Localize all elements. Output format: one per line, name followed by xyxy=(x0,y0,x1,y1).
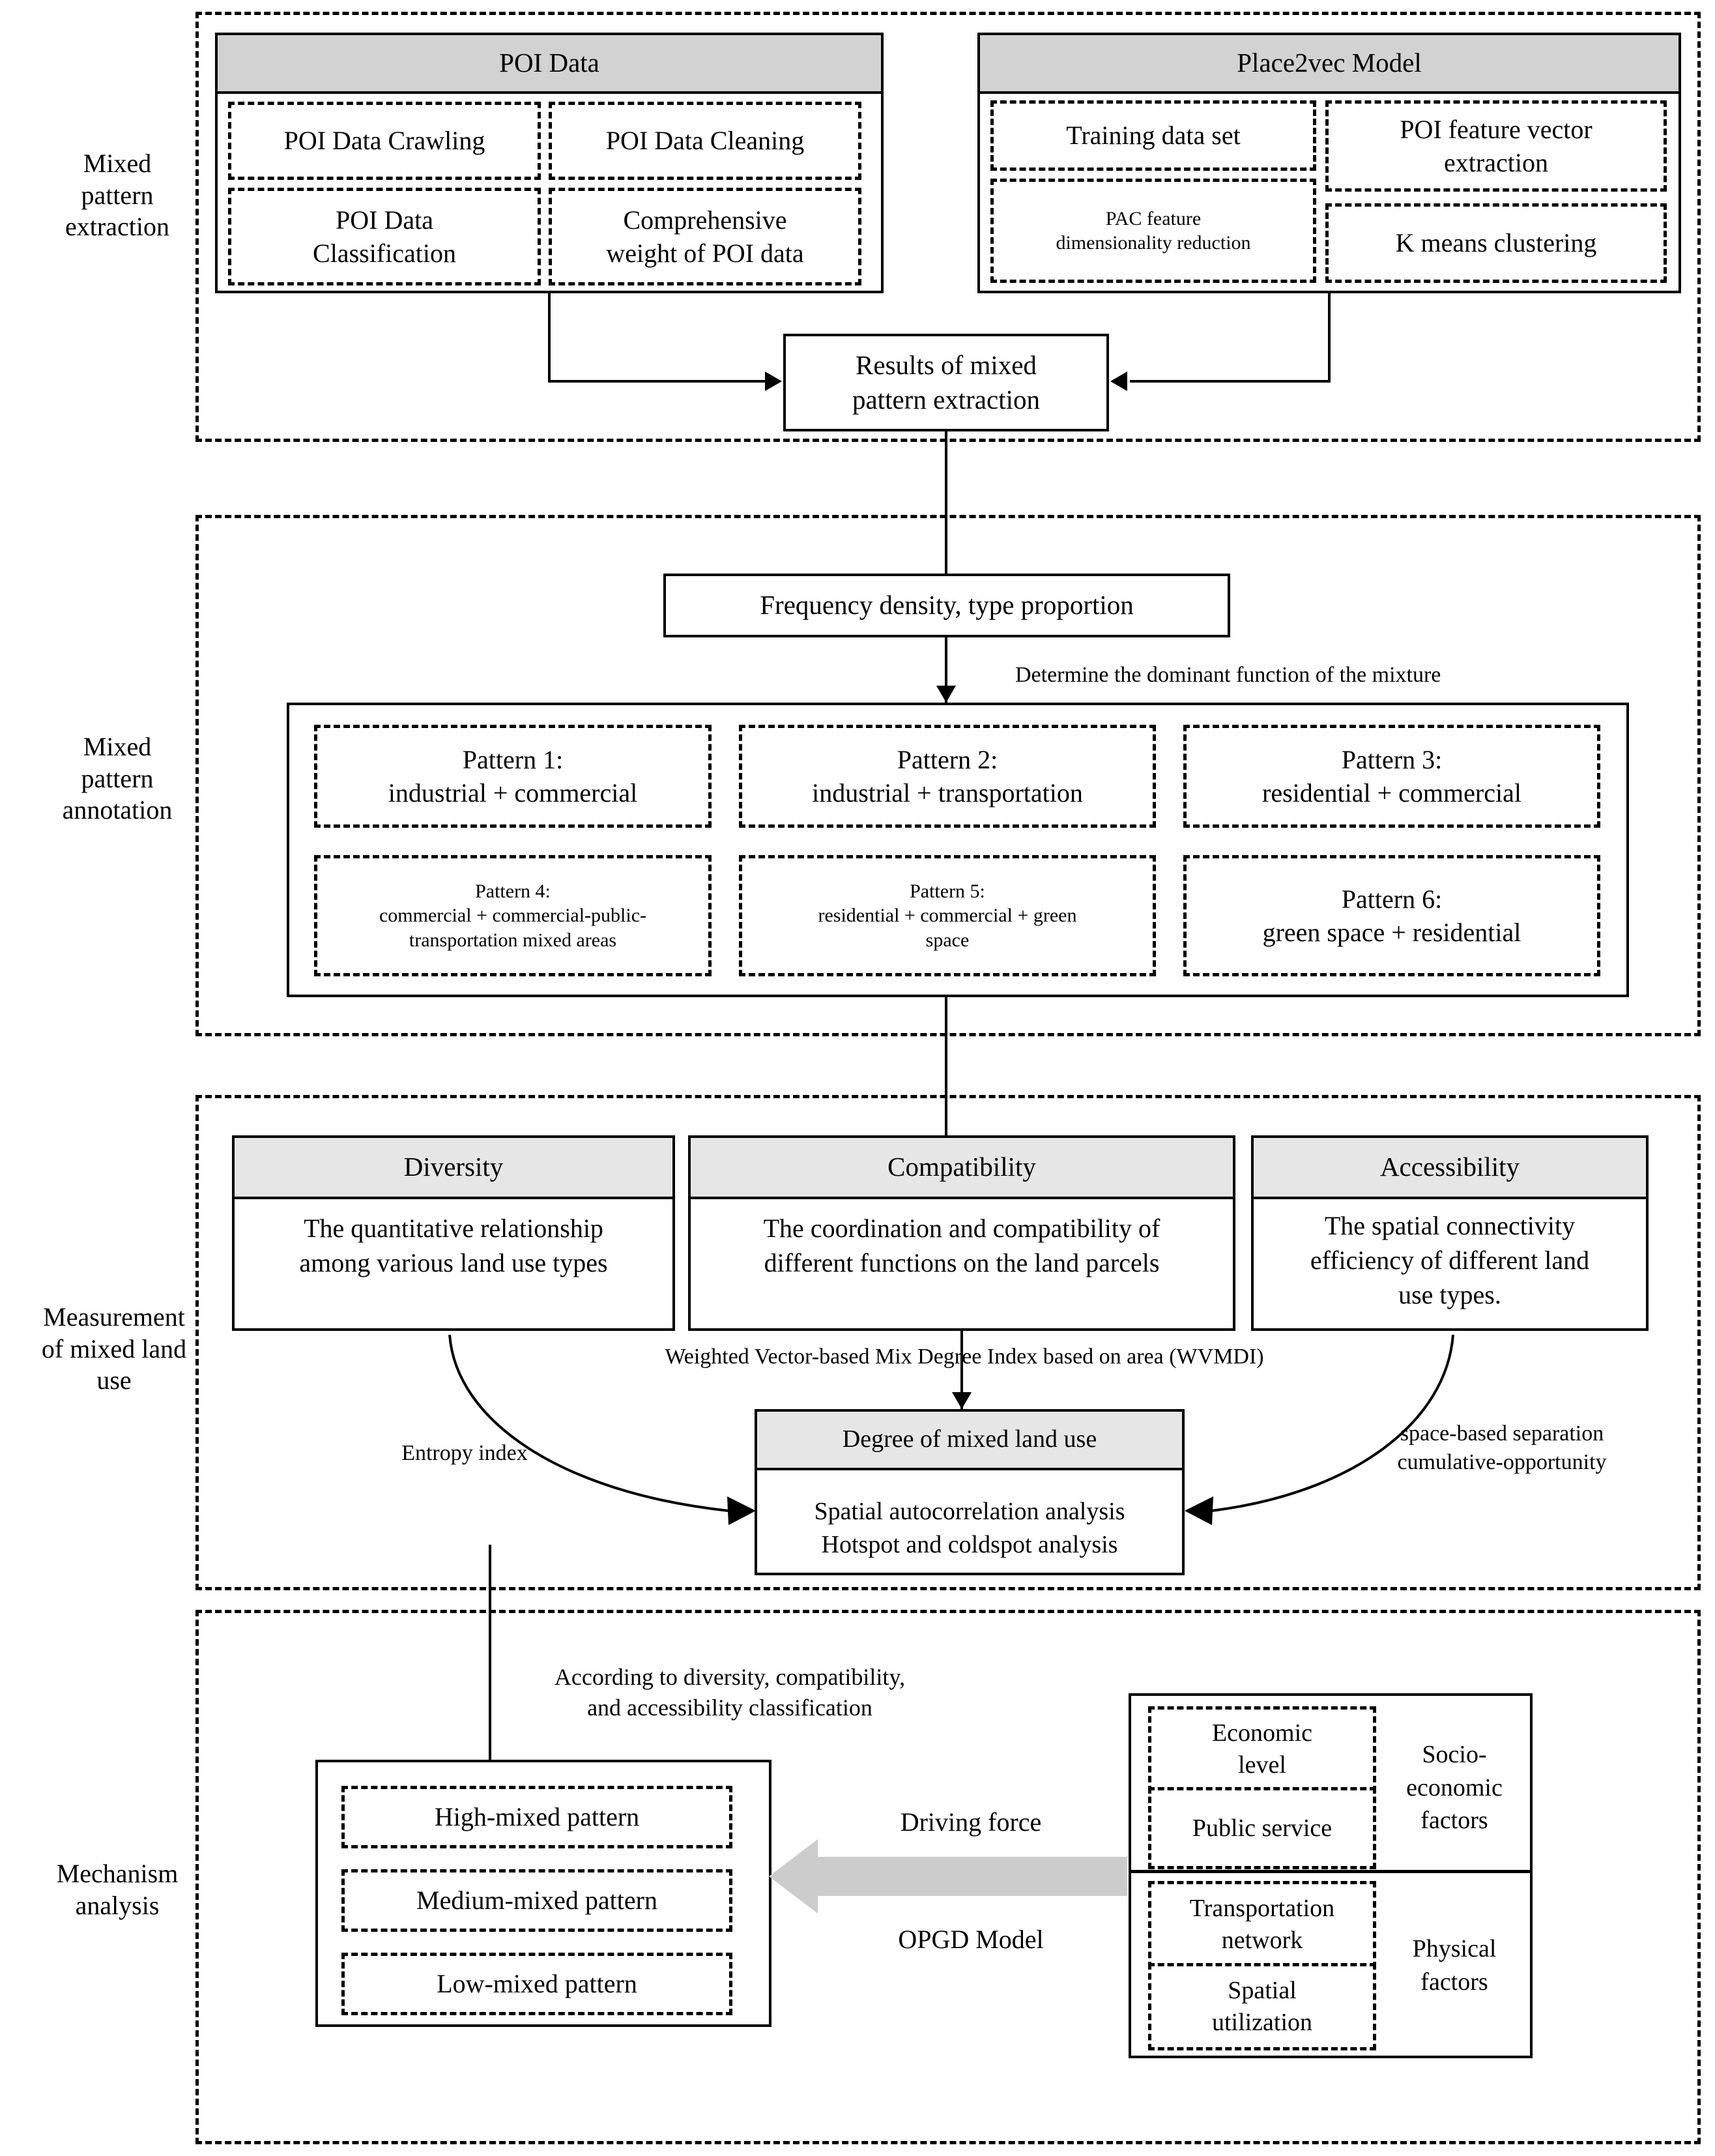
accessibility-card-title: Accessibility xyxy=(1254,1138,1646,1199)
connector-poi-to-results-vertical xyxy=(548,293,551,381)
stage-3-label: Measurement of mixed land use xyxy=(41,1302,187,1395)
spatial-utilization-box: Spatial utilization xyxy=(1148,1963,1376,2050)
connector-place2vec-to-results-vertical xyxy=(1328,293,1331,381)
diversity-card: Diversity The quantitative relationship … xyxy=(232,1135,675,1331)
physical-factors-group: Transportation network Spatial utilizati… xyxy=(1131,1873,1530,2056)
pattern-4-box: Pattern 4: commercial + commercial-publi… xyxy=(314,855,712,976)
patterns-panel: Pattern 1: industrial + commercial Patte… xyxy=(287,703,1629,997)
opgd-model-label: OPGD Model xyxy=(898,1925,1044,1954)
poi-data-classification-box: POI Data Classification xyxy=(228,188,541,285)
stage-4-label: Mechanism analysis xyxy=(56,1859,179,1920)
factors-panel: Economic level Public service Socio- eco… xyxy=(1129,1693,1533,2058)
connector-compatibility-to-degree-arrow xyxy=(952,1392,972,1409)
degree-card-title: Degree of mixed land use xyxy=(757,1412,1182,1470)
connector-poi-to-results-horizontal xyxy=(548,380,765,383)
compatibility-card: Compatibility The coordination and compa… xyxy=(688,1135,1235,1331)
pattern-6-box: Pattern 6: green space + residential xyxy=(1183,855,1600,976)
pac-dimensionality-reduction-box: PAC feature dimensionality reduction xyxy=(990,179,1316,283)
space-based-separation-label: space-based separation cumulative-opport… xyxy=(1397,1421,1607,1475)
low-mixed-pattern-box: Low-mixed pattern xyxy=(341,1953,732,2015)
connector-stage3-to-stage4-line xyxy=(489,1545,491,1809)
diversity-card-title: Diversity xyxy=(235,1138,672,1199)
stage-1-label: Mixed pattern extraction xyxy=(65,148,169,242)
pattern-3-box: Pattern 3: residential + commercial xyxy=(1183,725,1600,828)
accessibility-card: Accessibility The spatial connectivity e… xyxy=(1251,1135,1649,1331)
connector-compatibility-to-degree-line xyxy=(960,1331,963,1409)
degree-of-mixed-land-use-card: Degree of mixed land use Spatial autocor… xyxy=(755,1409,1185,1575)
high-mixed-pattern-box: High-mixed pattern xyxy=(341,1786,732,1848)
stage-1-container xyxy=(195,12,1701,442)
compatibility-card-body: The coordination and compatibility of di… xyxy=(763,1214,1160,1278)
connector-frequency-to-patterns-arrow xyxy=(936,686,956,703)
connector-place2vec-to-results-horizontal xyxy=(1130,380,1331,383)
connector-frequency-to-patterns-line xyxy=(945,637,947,703)
economic-level-box: Economic level xyxy=(1148,1706,1376,1792)
pattern-5-box: Pattern 5: residential + commercial + gr… xyxy=(739,855,1156,976)
socio-economic-factors-group: Economic level Public service Socio- eco… xyxy=(1131,1696,1530,1873)
poi-data-cleaning-box: POI Data Cleaning xyxy=(549,102,861,180)
connector-place2vec-to-results-arrow xyxy=(1110,371,1127,391)
connector-stage1-to-stage2-line xyxy=(945,431,947,588)
accessibility-card-body: The spatial connectivity efficiency of d… xyxy=(1310,1211,1590,1310)
poi-data-card-title: POI Data xyxy=(218,35,881,94)
poi-feature-vector-extraction-box: POI feature vector extraction xyxy=(1325,100,1667,192)
wvmdi-label: Weighted Vector-based Mix Degree Index b… xyxy=(665,1345,1264,1369)
diversity-card-body: The quantitative relationship among vari… xyxy=(299,1214,608,1278)
determine-dominant-function-label: Determine the dominant function of the m… xyxy=(1015,663,1441,687)
place2vec-model-card-title: Place2vec Model xyxy=(980,35,1679,94)
poi-data-crawling-box: POI Data Crawling xyxy=(228,102,541,180)
frequency-density-type-proportion-box: Frequency density, type proportion xyxy=(663,574,1230,637)
poi-comprehensive-weight-box: Comprehensive weight of POI data xyxy=(549,188,861,285)
degree-card-body: Spatial autocorrelation analysis Hotspot… xyxy=(814,1497,1125,1558)
connector-poi-to-results-arrow xyxy=(765,371,782,391)
mixed-pattern-results-panel: High-mixed pattern Medium-mixed pattern … xyxy=(315,1760,771,2027)
classification-criteria-label: According to diversity, compatibility, a… xyxy=(554,1664,906,1721)
compatibility-card-title: Compatibility xyxy=(691,1138,1233,1199)
k-means-clustering-box: K means clustering xyxy=(1325,203,1667,283)
medium-mixed-pattern-box: Medium-mixed pattern xyxy=(341,1869,732,1932)
training-data-set-box: Training data set xyxy=(990,100,1316,171)
connector-stage2-to-stage3-line xyxy=(945,997,947,1160)
pattern-1-box: Pattern 1: industrial + commercial xyxy=(314,725,712,828)
stage-2-label: Mixed pattern annotation xyxy=(62,731,173,825)
pattern-2-box: Pattern 2: industrial + transportation xyxy=(739,725,1156,828)
results-of-mixed-pattern-extraction-box: Results of mixed pattern extraction xyxy=(783,334,1109,431)
physical-factors-label: Physical factors xyxy=(1412,1935,1497,1996)
entropy-index-label: Entropy index xyxy=(401,1441,528,1465)
public-service-box: Public service xyxy=(1148,1787,1376,1869)
stage-2-container xyxy=(195,515,1701,1036)
poi-data-card: POI Data POI Data Crawling POI Data Clea… xyxy=(215,33,884,293)
socio-economic-factors-label: Socio- economic factors xyxy=(1406,1741,1503,1835)
stage-3-container xyxy=(195,1095,1701,1590)
driving-force-label: Driving force xyxy=(900,1807,1042,1837)
place2vec-model-card: Place2vec Model Training data set POI fe… xyxy=(977,33,1681,293)
transportation-network-box: Transportation network xyxy=(1148,1881,1376,1968)
stage-4-container xyxy=(195,1610,1701,2144)
